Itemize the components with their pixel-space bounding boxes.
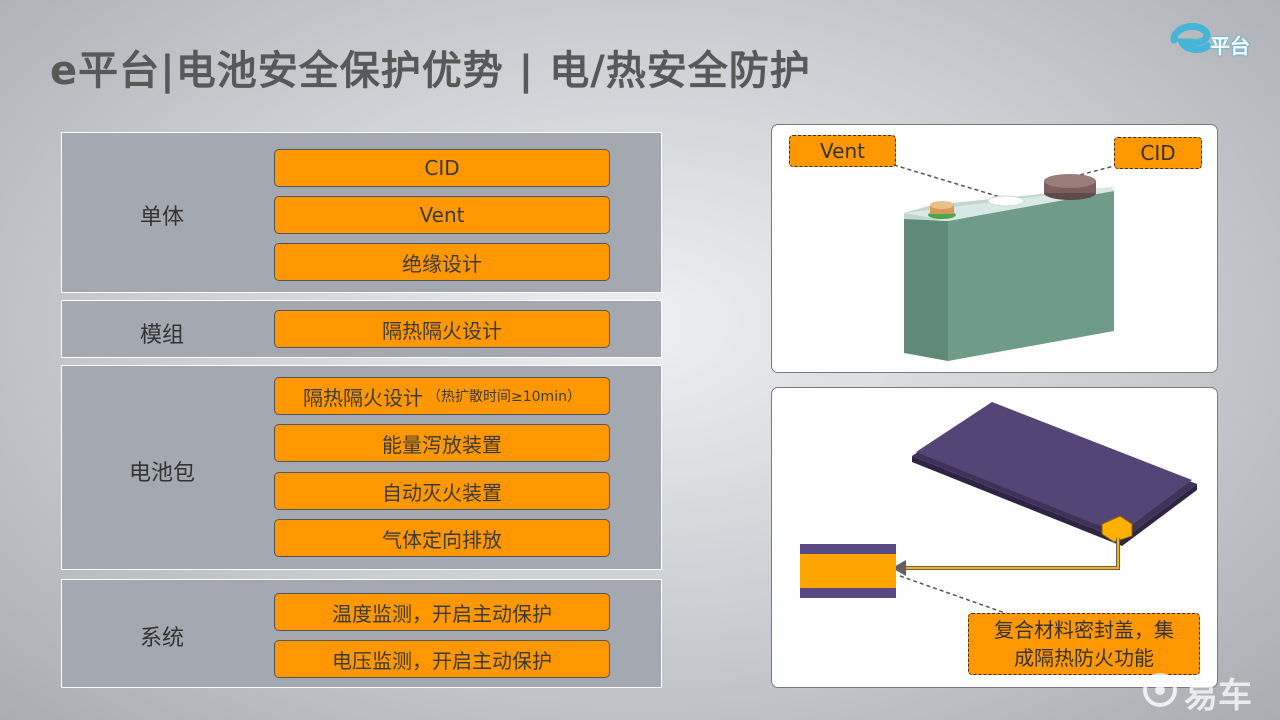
section-label: 系统 — [139, 626, 184, 651]
pill-temp-monitor: 温度监测，开启主动保护 — [274, 593, 610, 631]
pill-energy-release: 能量泻放装置 — [274, 424, 610, 462]
pill-gas-venting: 气体定向排放 — [274, 519, 610, 557]
section-label: 电池包 — [128, 461, 195, 486]
yiche-logo-icon — [1143, 673, 1177, 707]
pill-pack-thermal-note: （热扩散时间≥10min） — [427, 389, 581, 405]
callout-line-1: 复合材料密封盖，集 — [994, 618, 1174, 642]
battery-cell-illustration — [893, 164, 1119, 361]
pill-pack-thermal: 隔热隔火设计 （热扩散时间≥10min） — [274, 377, 610, 415]
e-logo-icon — [1170, 22, 1212, 53]
section-pack: 电池包 隔热隔火设计 （热扩散时间≥10min） 能量泻放装置 自动灭火装置 气… — [61, 365, 662, 570]
callout-line-2: 成隔热防火功能 — [1014, 646, 1154, 670]
pill-cid: CID — [274, 149, 610, 187]
pack-illustration-panel: 复合材料密封盖，集 成隔热防火功能 — [771, 387, 1218, 688]
composite-lid-callout: 复合材料密封盖，集 成隔热防火功能 — [968, 613, 1200, 675]
watermark-text: 易车 — [1184, 676, 1252, 716]
pill-voltage-monitor: 电压监测，开启主动保护 — [274, 640, 610, 678]
cell-illustration-panel: Vent CID — [771, 124, 1218, 373]
pill-pack-thermal-label: 隔热隔火设计 — [303, 385, 424, 410]
cid-callout: CID — [1114, 137, 1202, 169]
section-label: 单体 — [139, 205, 184, 230]
page-title: e平台|电池安全保护优势 | 电/热安全防护 — [50, 48, 811, 94]
section-system: 系统 温度监测，开启主动保护 电压监测，开启主动保护 — [61, 579, 662, 688]
vent-callout: Vent — [789, 135, 896, 167]
section-cell: 单体 CID Vent 绝缘设计 — [61, 132, 662, 293]
pill-fire-suppression: 自动灭火装置 — [274, 472, 610, 510]
section-module: 模组 隔热隔火设计 — [61, 300, 662, 358]
section-label: 模组 — [139, 323, 184, 348]
logo-text: 平台 — [1210, 34, 1250, 58]
battery-pack-illustration — [800, 402, 1197, 615]
pill-module-thermal: 隔热隔火设计 — [274, 310, 610, 348]
pill-insulation: 绝缘设计 — [274, 243, 610, 281]
pill-vent: Vent — [274, 196, 610, 234]
